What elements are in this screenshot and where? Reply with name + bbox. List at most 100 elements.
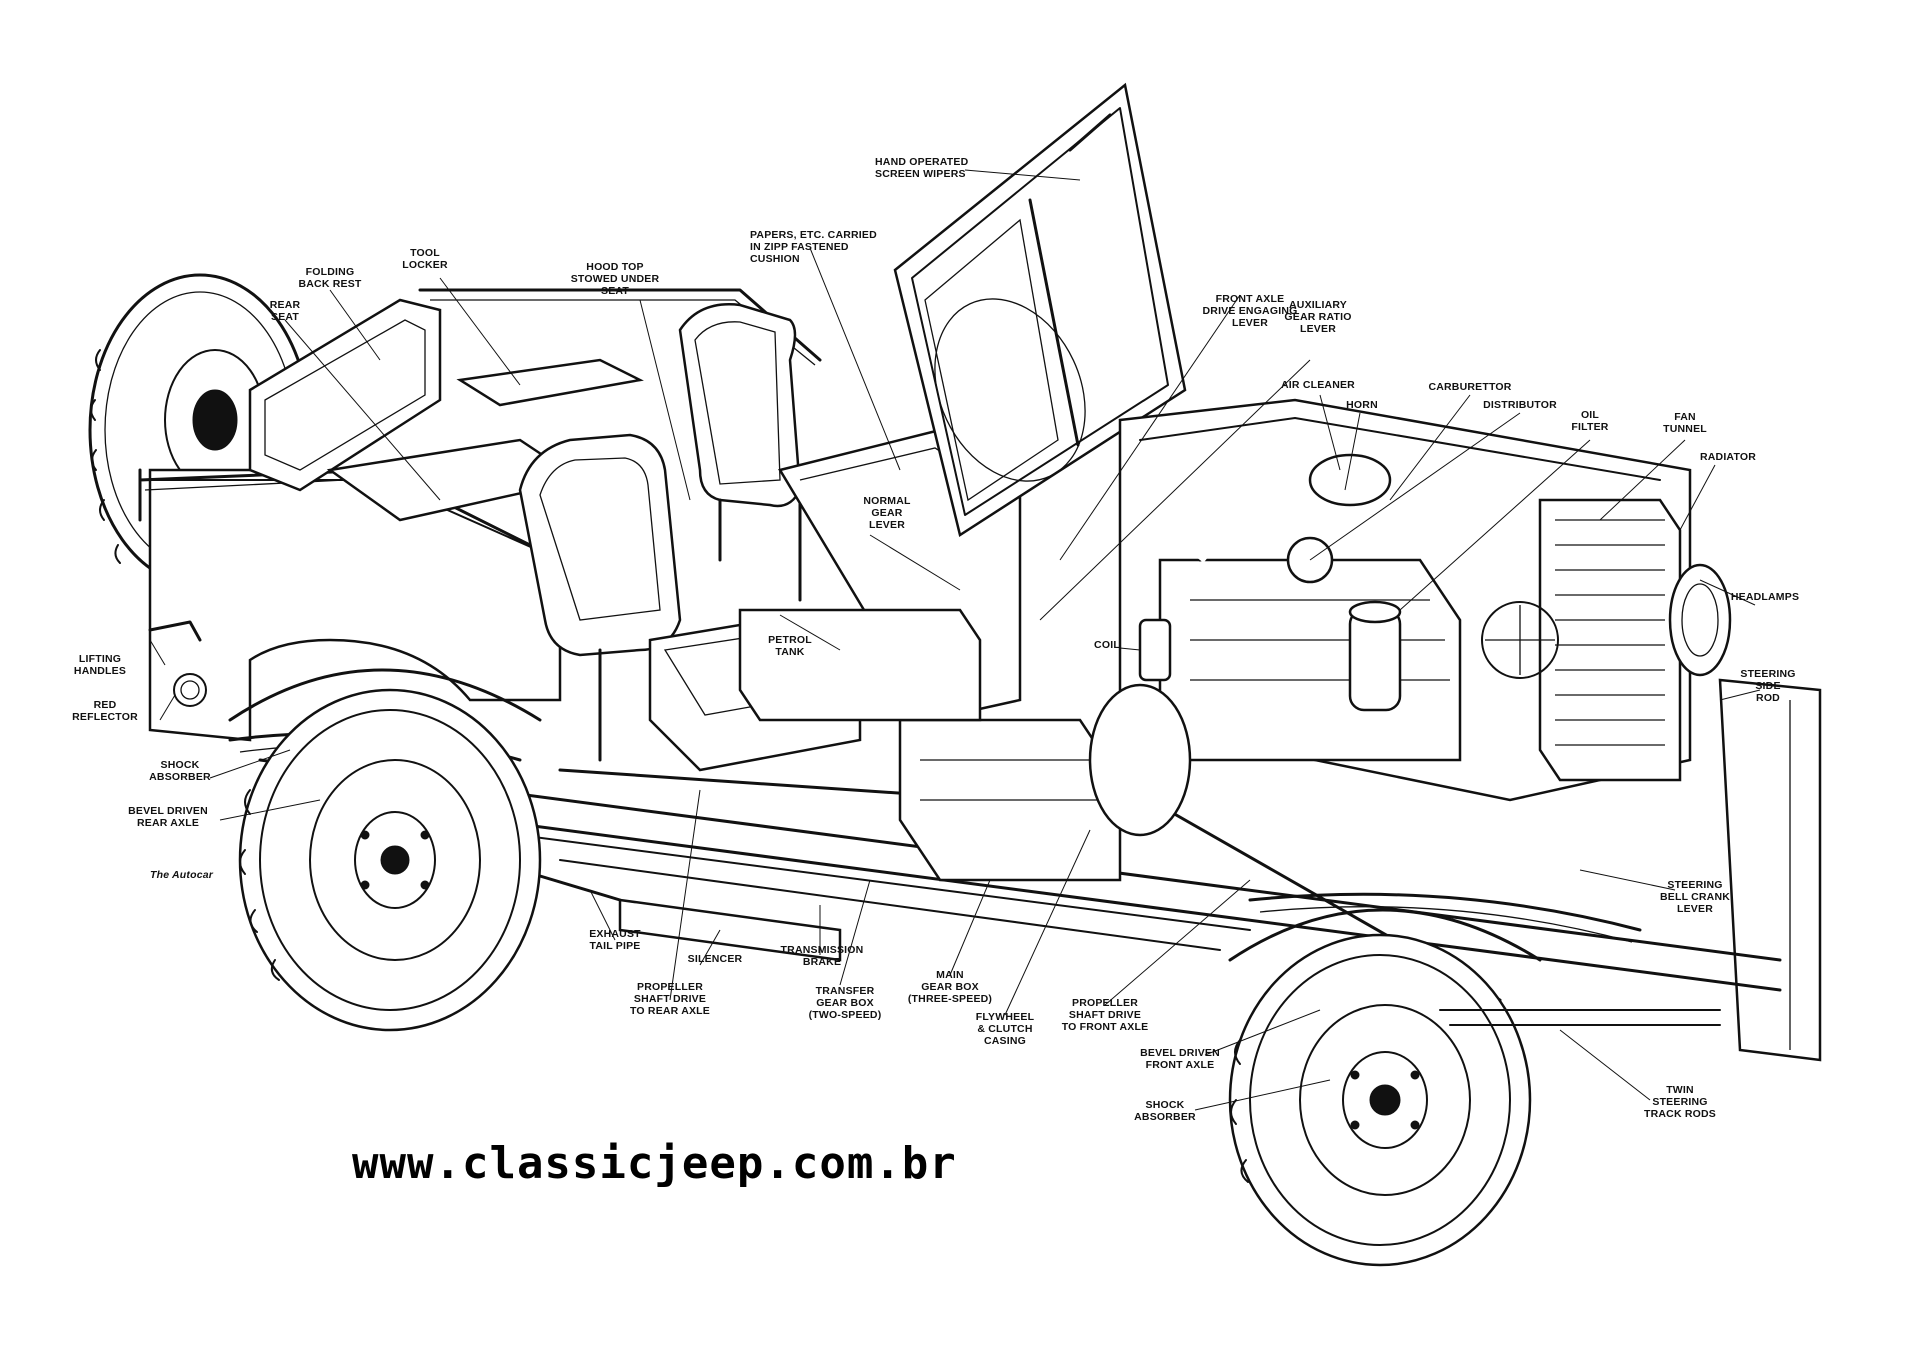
label-line: PAPERS, ETC. CARRIED [750, 229, 877, 241]
label-line: HOOD TOP [586, 261, 643, 273]
label-line: BRAKE [803, 956, 841, 968]
label-carburettor: CARBURETTOR [1428, 381, 1511, 393]
label-line: HAND OPERATED [875, 156, 969, 168]
label-line: TRANSFER [816, 985, 875, 997]
label-line: CUSHION [750, 253, 800, 265]
label-line: RADIATOR [1700, 451, 1756, 463]
engine-bay [1118, 398, 1822, 1062]
label-line: SHOCK [161, 759, 200, 771]
label-line: BEVEL DRIVEN [1140, 1047, 1220, 1059]
label-line: GEAR RATIO [1284, 311, 1351, 323]
label-line: HANDLES [74, 665, 126, 677]
label-line: FRONT AXLE [1146, 1059, 1215, 1071]
label-line: TO FRONT AXLE [1062, 1021, 1149, 1033]
label-line: BEVEL DRIVEN [128, 805, 208, 817]
front-wheel [1228, 908, 1721, 1267]
label-line: STEERING [1652, 1096, 1707, 1108]
rear-fender [228, 668, 542, 722]
label-coil: COIL [1094, 639, 1120, 651]
artist-signature: The Autocar [150, 869, 214, 881]
label-line: TRANSMISSION [781, 944, 864, 956]
label-line: (TWO-SPEED) [809, 1009, 882, 1021]
label-line: SEAT [601, 285, 629, 297]
label-line: LEVER [869, 519, 905, 531]
label-line: LIFTING [79, 653, 121, 665]
label-line: TRACK RODS [1644, 1108, 1716, 1120]
leader-lines [149, 169, 1761, 1111]
label-line: ROD [1756, 692, 1780, 704]
rear-wheel [238, 688, 542, 1032]
label-line: BELL CRANK [1660, 891, 1730, 903]
label-line: AIR CLEANER [1281, 379, 1355, 391]
label-line: FOLDING [306, 266, 355, 278]
label-line: FILTER [1571, 421, 1608, 433]
label-line: (THREE-SPEED) [908, 993, 992, 1005]
label-line: AUXILIARY [1289, 299, 1347, 311]
label-line: SIDE [1755, 680, 1780, 692]
label-line: OIL [1581, 409, 1599, 421]
label-line: MAIN [936, 969, 964, 981]
label-radiator: RADIATOR [1700, 451, 1756, 463]
website-url: www.classicjeep.com.br [352, 1138, 957, 1189]
label-line: REAR AXLE [137, 817, 199, 829]
label-line: SILENCER [688, 953, 743, 965]
windscreen [893, 82, 1187, 538]
label-headlamps: HEADLAMPS [1731, 591, 1799, 603]
jeep-drawing [88, 82, 1822, 1267]
label-line: IN ZIPP FASTENED [750, 241, 849, 253]
label-line: LOCKER [402, 259, 448, 271]
label-line: FAN [1674, 411, 1696, 423]
label-line: SCREEN WIPERS [875, 168, 966, 180]
label-line: GEAR BOX [921, 981, 979, 993]
label-line: CARBURETTOR [1428, 381, 1511, 393]
label-line: HEADLAMPS [1731, 591, 1799, 603]
label-line: & CLUTCH [977, 1023, 1032, 1035]
label-line: DISTRIBUTOR [1483, 399, 1557, 411]
label-line: REFLECTOR [72, 711, 138, 723]
label-line: TUNNEL [1663, 423, 1707, 435]
label-line: TWIN [1666, 1084, 1694, 1096]
label-line: RED [94, 699, 117, 711]
label-horn: HORN [1346, 399, 1378, 411]
label-line: GEAR BOX [816, 997, 874, 1009]
label-line: TAIL PIPE [589, 940, 640, 952]
label-line: EXHAUST [589, 928, 641, 940]
rear-body [138, 288, 822, 742]
label-line: FRONT AXLE [1216, 293, 1285, 305]
label-line: REAR [270, 299, 301, 311]
label-line: LEVER [1677, 903, 1713, 915]
label-line: CASING [984, 1035, 1026, 1047]
label-line: BACK REST [298, 278, 361, 290]
label-line: TOOL [410, 247, 440, 259]
label-line: LEVER [1300, 323, 1336, 335]
label-line: TANK [775, 646, 804, 658]
label-line: SHAFT DRIVE [1069, 1009, 1141, 1021]
label-line: GEAR [871, 507, 902, 519]
label-line: FLYWHEEL [976, 1011, 1035, 1023]
label-line: NORMAL [863, 495, 911, 507]
